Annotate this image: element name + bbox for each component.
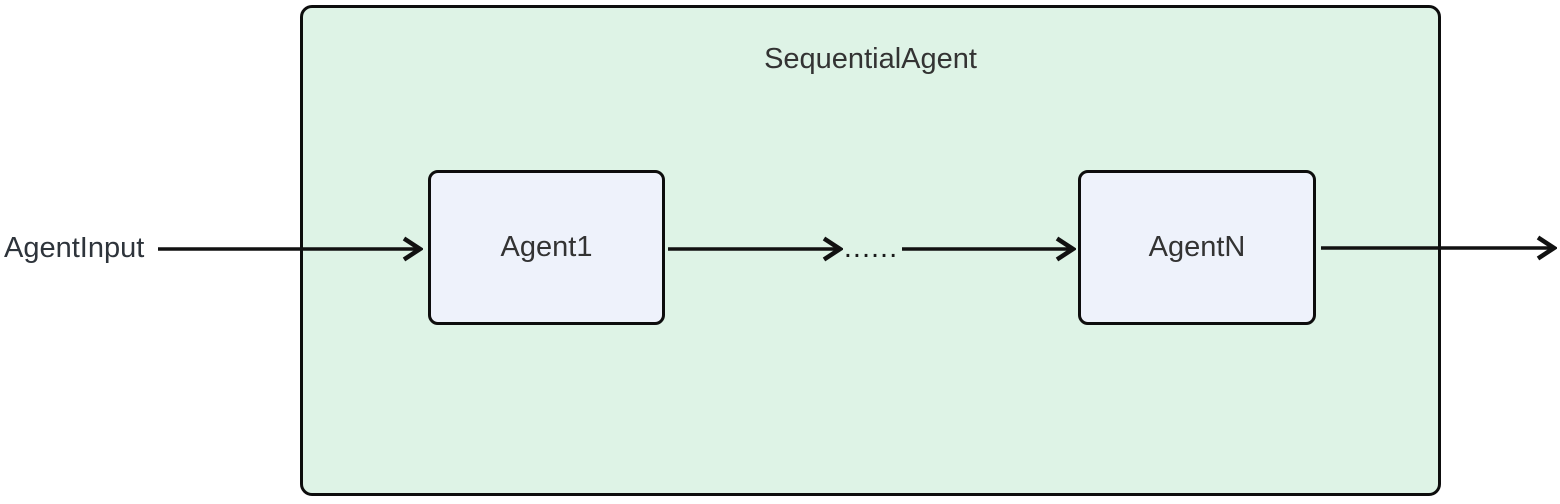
node-agent1: Agent1 — [428, 170, 665, 325]
agent-input-label: AgentInput — [4, 232, 145, 264]
ellipsis-label: ...... — [843, 232, 899, 264]
node-agentN: AgentN — [1078, 170, 1316, 325]
sequential-agent-title: SequentialAgent — [764, 43, 977, 75]
node-agent1-label: Agent1 — [500, 231, 593, 263]
node-agentN-label: AgentN — [1148, 231, 1246, 263]
